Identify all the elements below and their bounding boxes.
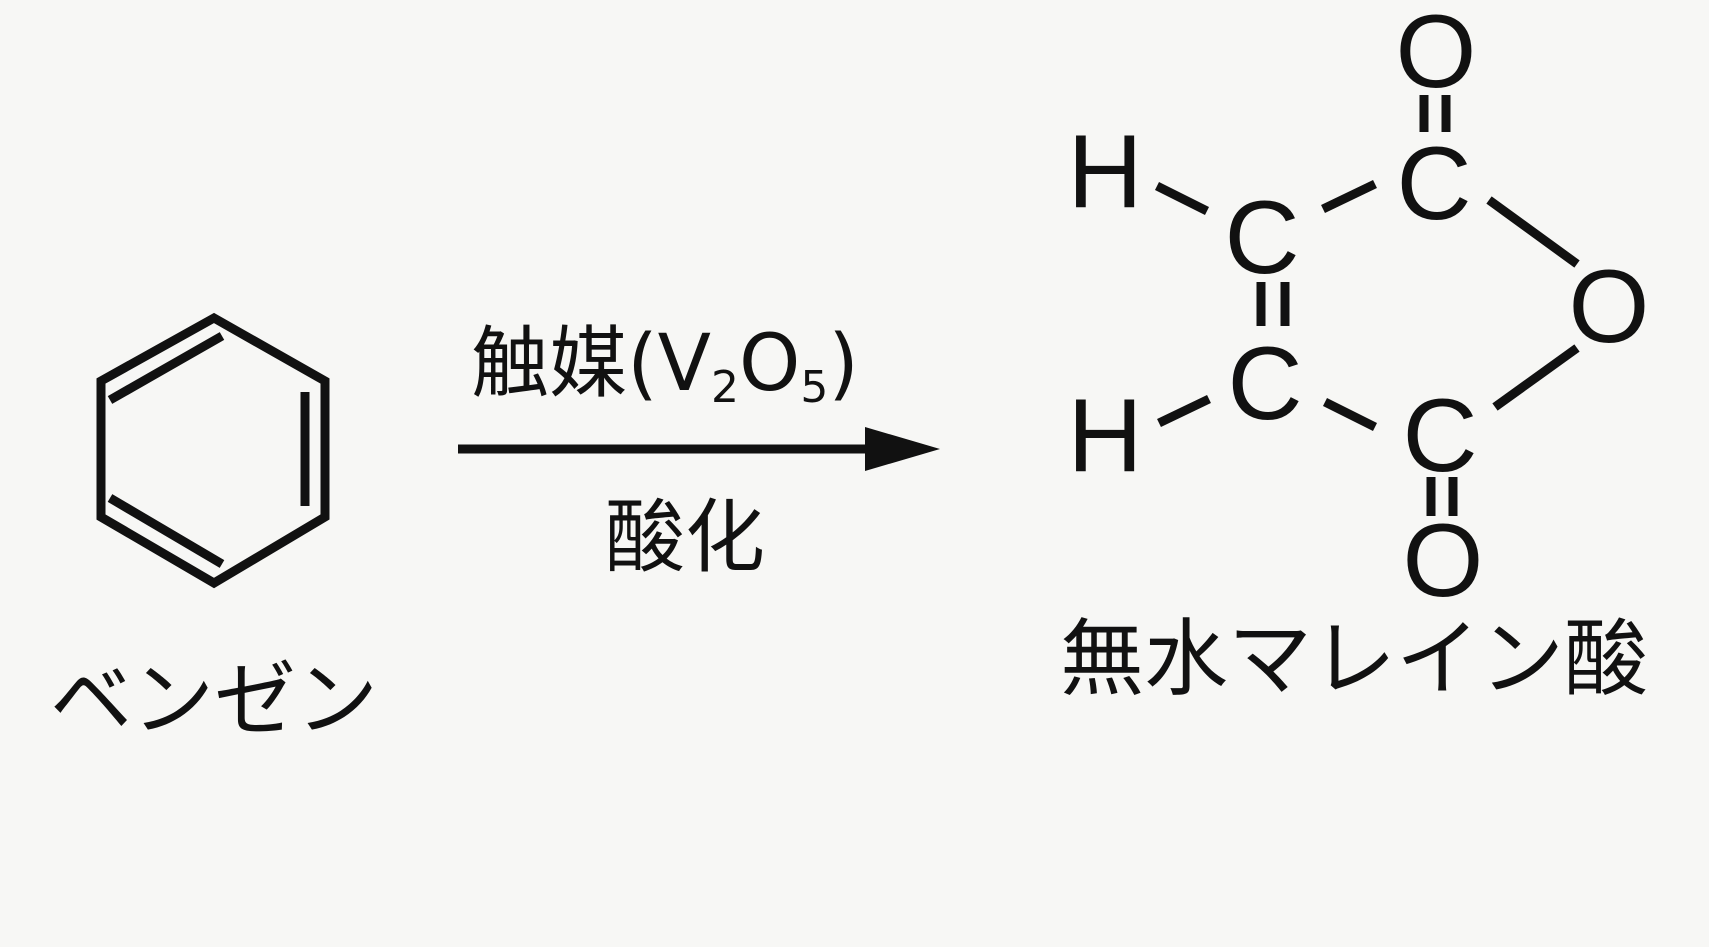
benzene-ring (96, 312, 330, 589)
atom-c-top: C (1396, 126, 1471, 242)
reaction-arrow (458, 427, 940, 471)
bond-o-c (1492, 344, 1580, 411)
benzene-structure (96, 312, 330, 589)
atom-o-top: O (1396, 0, 1477, 110)
bond-c-c (1321, 179, 1377, 214)
reaction-condition: 酸化 (605, 491, 765, 584)
catalyst-label: 触媒(V2O5) (471, 319, 859, 413)
benzene-double-bond-3 (107, 494, 225, 568)
bond-h-c (1154, 181, 1210, 216)
product-name: 無水マレイン酸 (1060, 610, 1648, 708)
bond-c-o (1486, 196, 1580, 268)
atom-h-top: H (1067, 114, 1142, 230)
maleic-anhydride-structure: O C H C O C H C O (1067, 0, 1649, 619)
atom-c-bottom: C (1402, 378, 1477, 494)
bond-h-c (1157, 394, 1211, 428)
reactant-name: ベンゼン (50, 653, 378, 748)
atom-o-bottom: O (1403, 503, 1484, 619)
arrow-head (865, 427, 940, 471)
atom-c-upper: C (1224, 180, 1299, 296)
atom-o-ring: O (1569, 249, 1650, 365)
atom-h-bottom: H (1067, 378, 1142, 494)
benzene-double-bond-1 (107, 332, 225, 404)
atom-c-lower: C (1227, 326, 1302, 442)
bond-c-c (1322, 397, 1378, 432)
